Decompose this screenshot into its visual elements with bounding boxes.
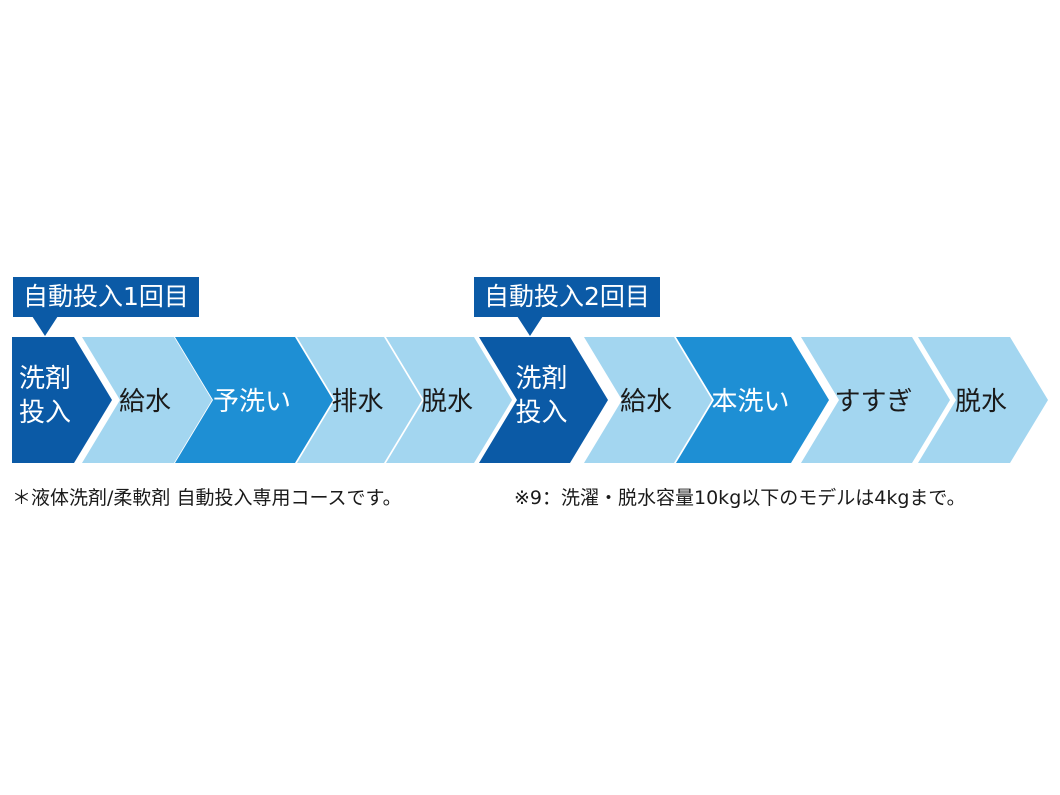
process-step-shape [801, 337, 950, 463]
process-step-3: 予洗い [175, 337, 333, 463]
process-step-shape [175, 337, 333, 463]
process-step-2: 給水 [82, 337, 212, 463]
process-step-label: 洗剤 [515, 364, 567, 394]
process-step-9: すすぎ [801, 337, 950, 463]
process-step-4: 排水 [297, 337, 422, 463]
note-capacity-limit: ※9：洗濯・脱水容量10kg以下のモデルは4kgまで。 [514, 487, 966, 509]
process-step-5: 脱水 [386, 337, 512, 463]
process-step-shape [12, 337, 112, 463]
process-step-label: 脱水 [955, 387, 1007, 417]
process-step-shape [676, 337, 829, 463]
process-step-label: 給水 [119, 387, 171, 417]
process-step-label: 脱水 [421, 387, 473, 417]
process-step-7: 給水 [584, 337, 712, 463]
process-step-8: 本洗い [676, 337, 829, 463]
process-step-label: 洗剤 [19, 364, 71, 394]
auto-dose-1-callout: 自動投入1回目 [13, 277, 199, 317]
process-step-label: 排水 [331, 387, 383, 417]
process-step-label: 給水 [620, 387, 672, 417]
process-step-10: 脱水 [918, 337, 1048, 463]
process-step-shape [479, 337, 608, 463]
process-step-label: 本洗い [711, 387, 789, 417]
auto-dose-2-callout: 自動投入2回目 [474, 277, 660, 317]
process-step-label: 予洗い [213, 387, 291, 417]
process-step-shape [386, 337, 512, 463]
auto-dose-1-pointer [32, 316, 58, 336]
process-step-shape [297, 337, 422, 463]
process-step-shape [82, 337, 212, 463]
process-step-label: 投入 [19, 398, 71, 428]
process-step-shape [918, 337, 1048, 463]
process-step-label: 投入 [515, 398, 567, 428]
process-step-label: すすぎ [834, 387, 912, 417]
auto-dose-2-pointer [517, 316, 543, 336]
process-step-shape [584, 337, 712, 463]
note-liquid-detergent-course: ＊液体洗剤/柔軟剤 自動投入専用コースです。 [12, 487, 402, 509]
